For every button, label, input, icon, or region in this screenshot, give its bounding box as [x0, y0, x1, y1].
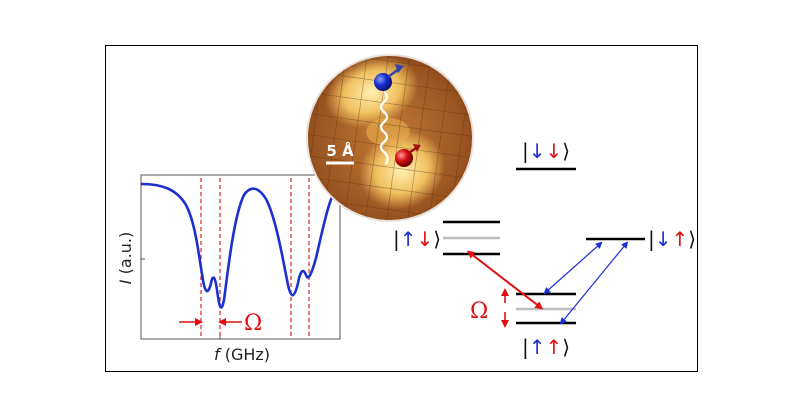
blue-sphere-icon: [374, 73, 392, 91]
spectrum-plot: Ω I (a.u.) f (GHz): [116, 174, 341, 364]
energy-level-diagram: |↓↓⟩ |↑↓⟩ |↓↑⟩ |↑↑⟩ Ω: [393, 139, 696, 359]
blue-transition-arrow-2: [559, 241, 629, 325]
wavy-coupling-icon: [379, 91, 389, 165]
y-axis-label: I (a.u.): [116, 232, 135, 284]
stm-image: 5 Å: [306, 54, 474, 222]
red-sphere-icon: [395, 149, 413, 167]
ket-down-up: |↓↑⟩: [648, 227, 696, 251]
plot-box: [140, 174, 341, 340]
ket-up-up: |↑↑⟩: [522, 335, 570, 359]
level-omega-label: Ω: [470, 299, 488, 324]
scale-bar-label: 5 Å: [326, 141, 354, 160]
spectrum-curve: [140, 182, 341, 309]
ket-up-down: |↑↓⟩: [393, 227, 441, 251]
x-axis-label: f (GHz): [214, 345, 270, 364]
spectrum-omega-label: Ω: [244, 311, 262, 336]
red-transition-arrow: [466, 250, 544, 310]
red-spin-arrow: [408, 146, 417, 155]
ket-down-down: |↓↓⟩: [522, 139, 570, 163]
